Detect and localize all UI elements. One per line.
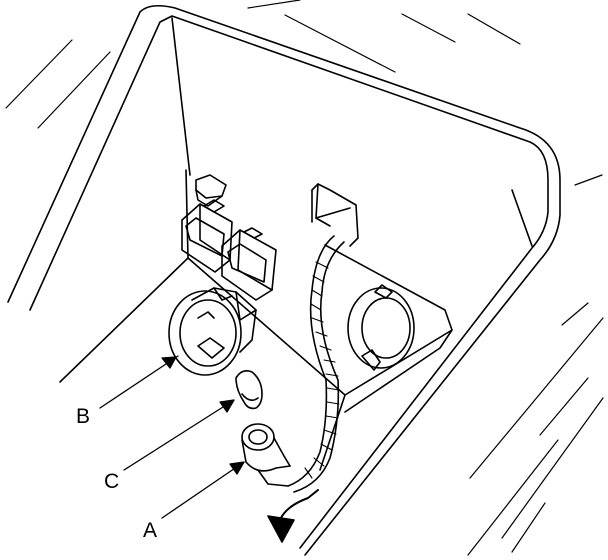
installed-power-socket: [347, 284, 415, 371]
console-body: [7, 4, 561, 556]
socket-housing: [168, 287, 257, 376]
socket-mounting-flap: [311, 183, 359, 247]
socket-harness-cable: [287, 235, 345, 493]
callout-b-label: B: [76, 405, 91, 428]
callout-c-label: C: [104, 470, 120, 493]
wiring-connector-right: [221, 227, 277, 301]
curved-arrow-icon: [267, 489, 319, 543]
socket-terminal: [241, 423, 291, 487]
leader-lines: [99, 355, 245, 519]
shading-lines: [5, 0, 604, 556]
socket-cap: [235, 370, 263, 410]
console-recess-panel: [59, 169, 453, 471]
callout-a-label: A: [143, 519, 158, 542]
wiring-connector-left: [181, 199, 233, 273]
